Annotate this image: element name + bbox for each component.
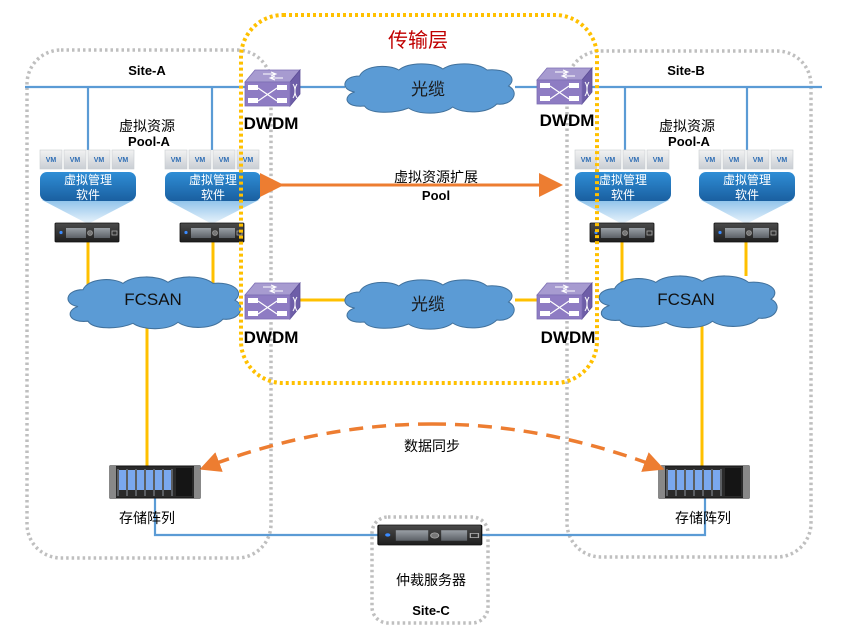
site-a-container <box>25 48 273 560</box>
storage-b-label: 存储阵列 <box>675 511 731 527</box>
mgmt-label-line2: 软件 <box>76 188 100 202</box>
dwdm-icon[interactable] <box>244 69 301 107</box>
mgmt-label-line1: 虚拟管理 <box>599 172 647 187</box>
vm-label: VM <box>94 157 105 164</box>
storage-array-icon[interactable] <box>109 465 201 499</box>
virtual-management-box <box>699 172 795 201</box>
vm-box <box>63 149 87 170</box>
dwdm-label: DWDM <box>540 328 596 347</box>
pool-extension-label-cn: 虚拟资源扩展 <box>394 170 478 186</box>
server-icon[interactable] <box>179 222 245 243</box>
fiber-cloud-bottom-label: 光缆 <box>411 295 445 315</box>
projection-triangle <box>701 200 793 224</box>
quorum-server-label: 仲裁服务器 <box>396 573 466 589</box>
vm-box <box>111 149 135 170</box>
dwdm-label: DWDM <box>243 114 299 133</box>
vm-box <box>188 149 212 170</box>
vm-label: VM <box>195 157 206 164</box>
vm-label: VM <box>46 157 57 164</box>
site-b-pool-cn: 虚拟资源 <box>659 119 715 135</box>
dwdm-icon[interactable] <box>536 282 593 320</box>
site-a-label: Site-A <box>128 63 166 78</box>
mgmt-label-line1: 虚拟管理 <box>64 172 112 187</box>
server-icon[interactable] <box>713 222 779 243</box>
mgmt-label-line2: 软件 <box>201 188 225 202</box>
dwdm-label: DWDM <box>539 111 595 130</box>
site-c-container <box>370 515 490 625</box>
vm-box <box>164 149 188 170</box>
site-b-pool-en: Pool-A <box>668 134 710 149</box>
mgmt-label-line1: 虚拟管理 <box>189 172 237 187</box>
server-icon[interactable] <box>54 222 120 243</box>
storage-array-icon[interactable] <box>658 465 750 499</box>
site-a-pool-en: Pool-A <box>128 134 170 149</box>
vm-label: VM <box>70 157 81 164</box>
data-sync-arrow <box>199 422 433 472</box>
projection-triangle <box>577 200 669 224</box>
site-b-label: Site-B <box>667 63 705 78</box>
storage-a-label: 存储阵列 <box>119 511 175 527</box>
projection-triangle <box>42 200 134 224</box>
vm-label: VM <box>118 157 129 164</box>
vm-box <box>39 149 63 170</box>
quorum-server-icon[interactable] <box>377 524 483 546</box>
vm-label: VM <box>653 157 664 164</box>
data-sync-label: 数据同步 <box>404 439 460 455</box>
fcsan-b-label: FCSAN <box>657 290 715 309</box>
dwdm-icon[interactable] <box>244 282 301 320</box>
vm-label: VM <box>171 157 182 164</box>
vm-box <box>646 149 670 170</box>
virtual-management-box <box>40 172 136 201</box>
dwdm-icon[interactable] <box>536 67 593 105</box>
vm-box <box>770 149 794 170</box>
server-icon[interactable] <box>589 222 655 243</box>
transport-layer-title: 传输层 <box>388 28 448 52</box>
projection-triangle <box>167 200 259 224</box>
vm-label: VM <box>777 157 788 164</box>
vm-label: VM <box>729 157 740 164</box>
mgmt-label-line2: 软件 <box>735 188 759 202</box>
vm-box <box>87 149 111 170</box>
site-b-container <box>565 49 813 559</box>
fiber-cloud-top-label: 光缆 <box>411 80 445 100</box>
site-c-label: Site-C <box>412 603 450 618</box>
vm-label: VM <box>753 157 764 164</box>
mgmt-label-line1: 虚拟管理 <box>723 172 771 187</box>
vm-box <box>722 149 746 170</box>
vm-label: VM <box>243 157 254 164</box>
vm-label: VM <box>605 157 616 164</box>
mgmt-label-line2: 软件 <box>611 188 635 202</box>
pool-extension-label-en: Pool <box>421 188 451 203</box>
vm-box <box>212 149 236 170</box>
vm-label: VM <box>219 157 230 164</box>
vm-box <box>746 149 770 170</box>
vm-label: VM <box>705 157 716 164</box>
transport-layer-container <box>239 13 599 385</box>
data-sync-arrow <box>431 422 665 472</box>
vm-label: VM <box>629 157 640 164</box>
fcsan-a-label: FCSAN <box>124 290 182 309</box>
vm-box <box>698 149 722 170</box>
site-a-pool-cn: 虚拟资源 <box>119 119 175 135</box>
vm-label: VM <box>581 157 592 164</box>
dwdm-label: DWDM <box>243 328 299 347</box>
vm-box <box>622 149 646 170</box>
virtual-management-box <box>165 172 261 201</box>
